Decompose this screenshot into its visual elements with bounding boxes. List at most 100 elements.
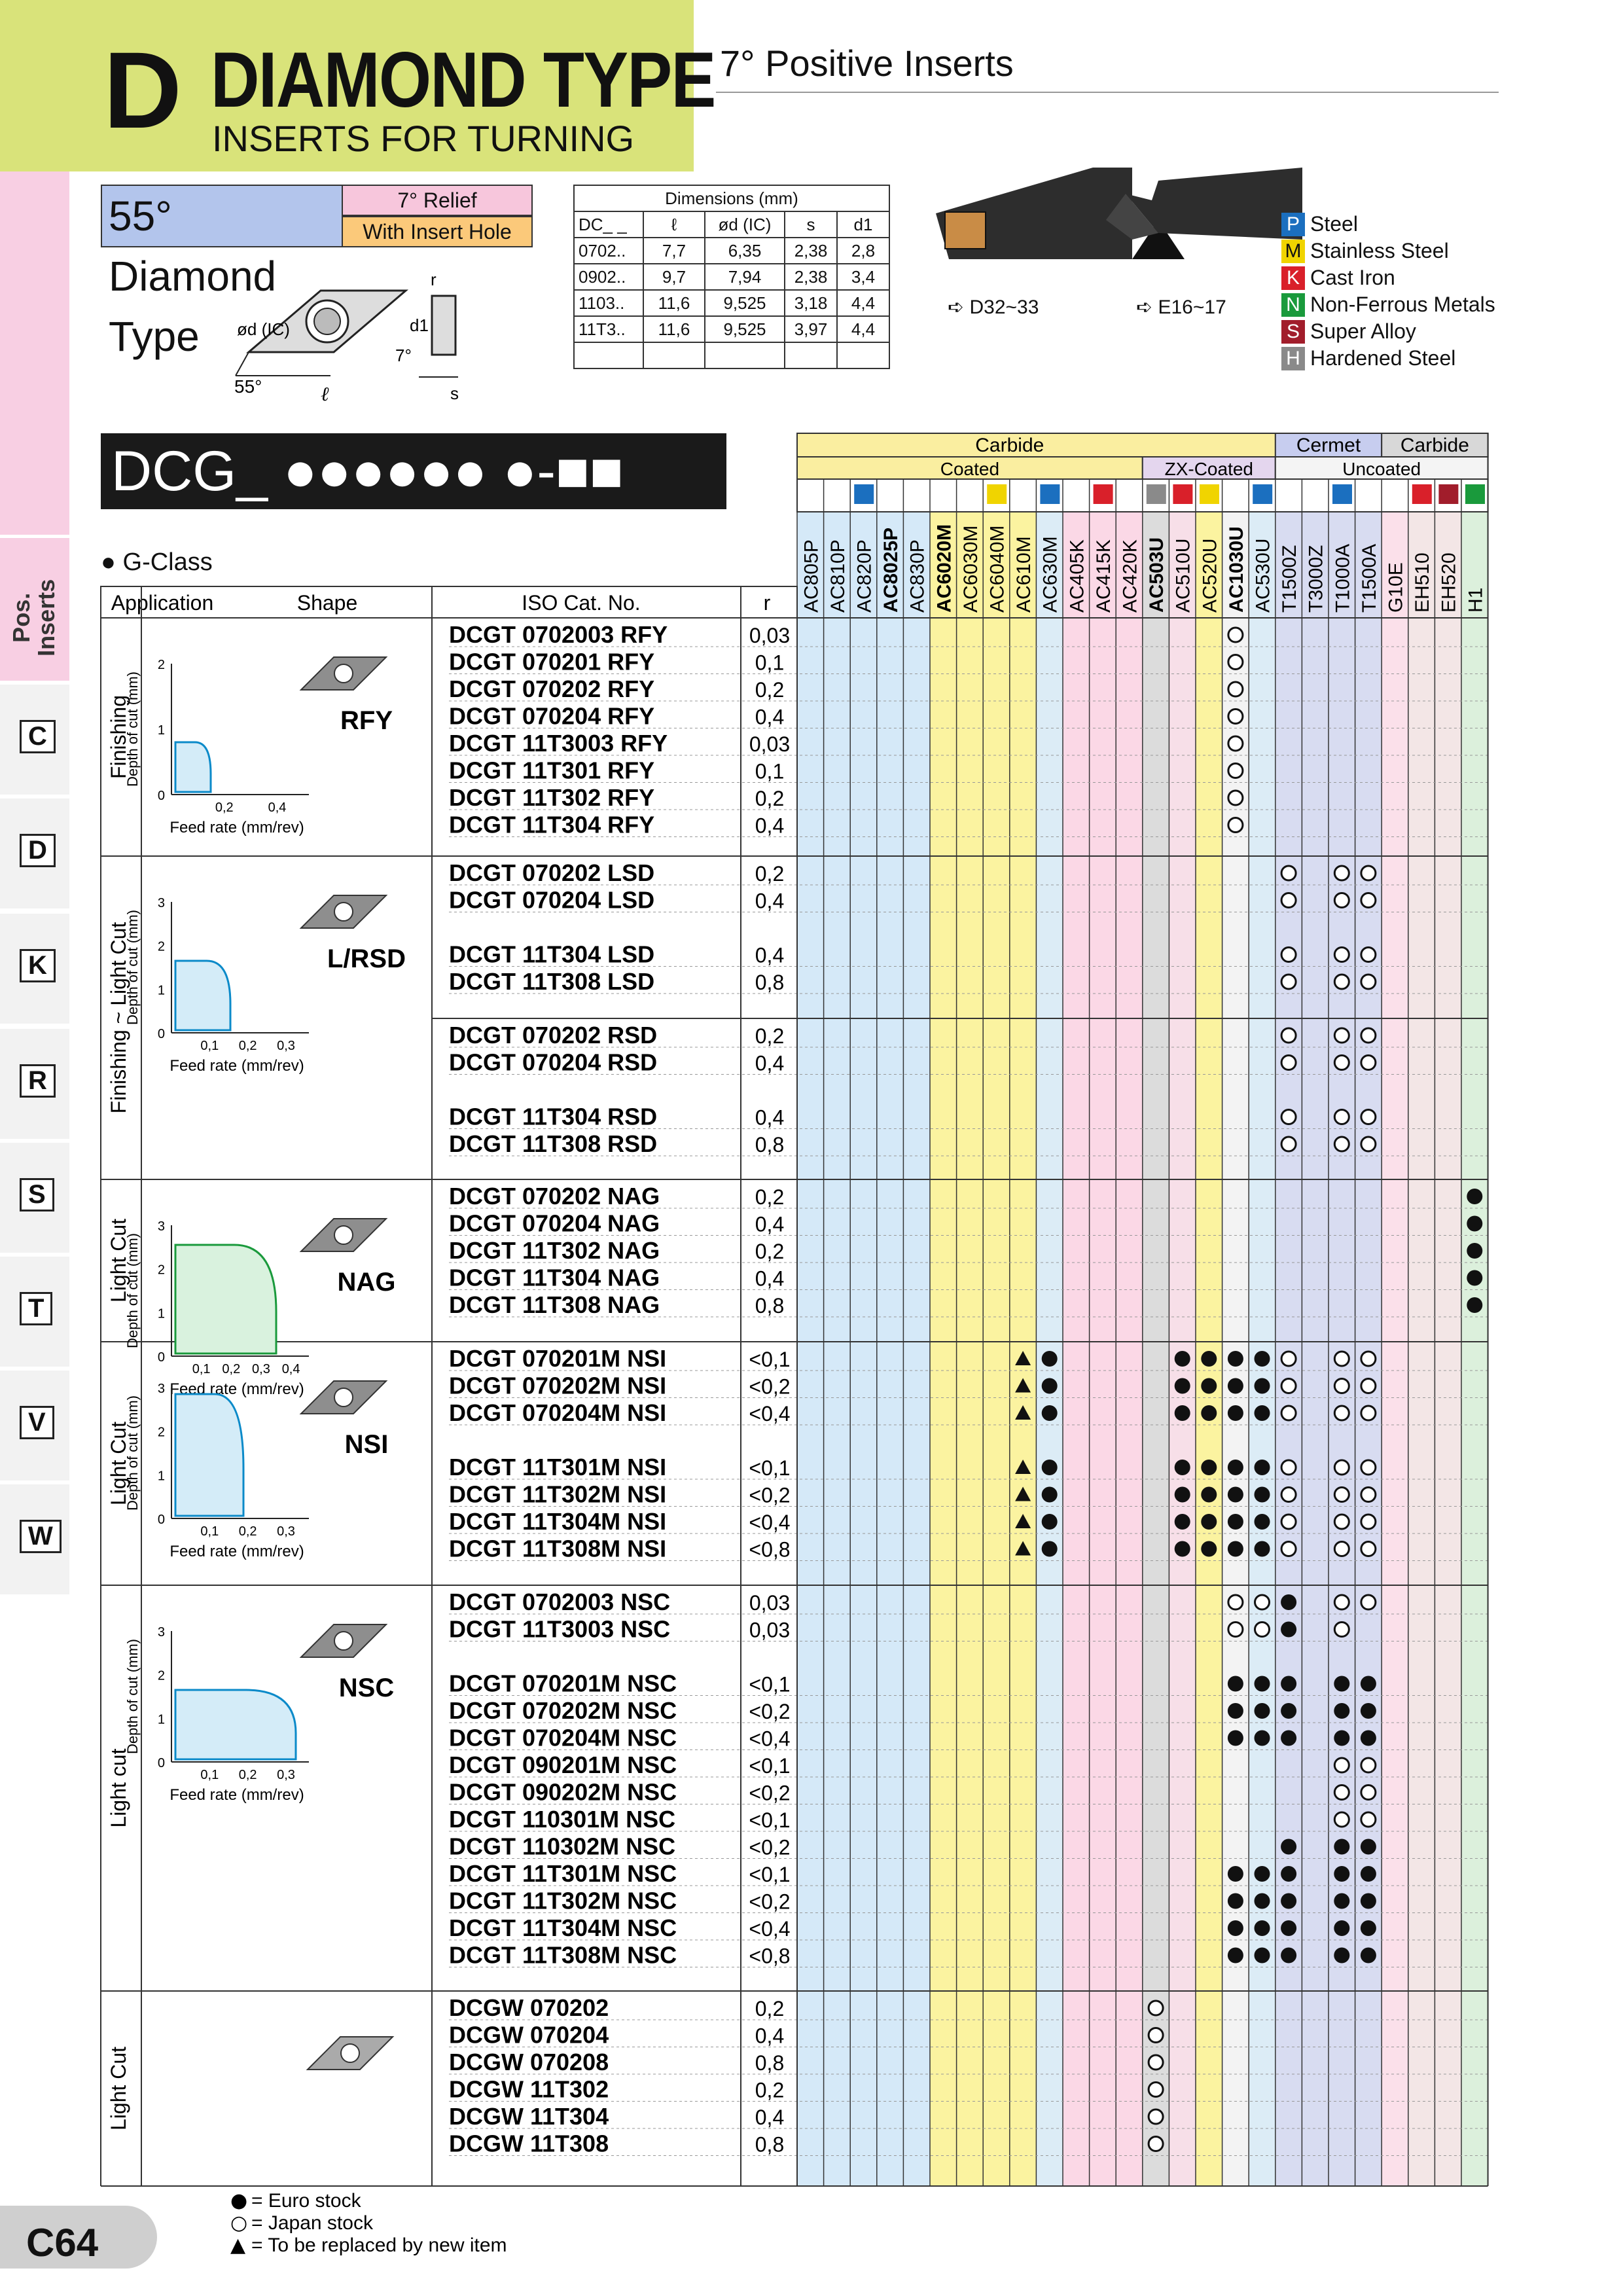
iso-cat-no: DCGT 11T301M NSC (449, 1860, 677, 1887)
material-code: H (1281, 346, 1305, 370)
japan-stock-mark (1360, 1027, 1377, 1044)
holder-images (936, 168, 1302, 259)
euro-stock-mark (1334, 1947, 1350, 1964)
chart-x-tick: 0,1 (200, 1039, 219, 1053)
euro-stock-mark (1281, 1703, 1297, 1719)
angle-55: 55° (234, 376, 262, 397)
tab-r[interactable]: R (0, 1029, 69, 1139)
iso-cat-no: DCGT 070201M NSC (449, 1670, 677, 1697)
euro-stock-mark (1227, 1703, 1243, 1719)
euro-stock-mark (1174, 1541, 1190, 1557)
application-label: Finishing ~ Light Cut (107, 922, 130, 1114)
chart-y-tick: 2 (158, 1669, 165, 1683)
japan-stock-mark (1333, 1109, 1350, 1125)
iso-header: ISO Cat. No. (522, 591, 640, 615)
r-value: 0,2 (755, 1024, 784, 1048)
r-value: <0,4 (749, 1917, 790, 1941)
japan-stock-mark (1333, 1378, 1350, 1394)
japan-stock-mark (1227, 626, 1244, 643)
iso-cat-no: DCGW 11T304 (449, 2103, 609, 2130)
material-code-icon (1332, 484, 1352, 504)
tab-c[interactable]: C (0, 685, 69, 795)
tab-w[interactable]: W (0, 1484, 69, 1594)
chipbreaker-label: NSI (345, 1430, 389, 1459)
chart-y-tick: 0 (158, 1513, 165, 1527)
dim-cell: 0702.. (573, 237, 644, 264)
euro-stock-mark (1360, 1676, 1376, 1692)
chart-x-tick: 0,1 (192, 1362, 211, 1376)
zx-label: ZX-Coated (1165, 459, 1253, 479)
iso-cat-no: DCGT 11T308 NAG (449, 1291, 660, 1318)
material-name: Super Alloy (1310, 319, 1416, 343)
grade-column (850, 512, 877, 2186)
euro-stock-mark (1201, 1486, 1217, 1503)
application-label: Light Cut (107, 2047, 130, 2130)
shape-header: Shape (297, 591, 358, 615)
page-number: C64 (0, 2206, 157, 2269)
dim-cell: 2,8 (836, 237, 890, 264)
japan-stock-mark (1360, 1405, 1377, 1422)
japan-stock-mark (1280, 946, 1297, 963)
grade-column (956, 512, 984, 2186)
japan-stock-mark (1147, 2108, 1164, 2125)
japan-stock-mark (1360, 1459, 1377, 1476)
grade-name: AC6040M (987, 526, 1008, 613)
grade-name: AC820P (854, 539, 876, 613)
chart-y-tick: 0 (158, 789, 165, 803)
euro-stock-mark (1254, 1676, 1270, 1692)
iso-cat-no: DCGT 11T304 RSD (449, 1103, 657, 1130)
euro-stock-mark (1334, 1703, 1350, 1719)
euro-stock-mark (1254, 1405, 1270, 1421)
japan-stock-mark (1333, 1541, 1350, 1557)
iso-cat-no: DCGT 11T301 RFY (449, 757, 654, 784)
chart-xlabel: Feed rate (mm/rev) (169, 819, 304, 836)
iso-cat-no: DCGT 070202 NAG (449, 1183, 660, 1210)
grade-column (983, 512, 1010, 2186)
grade-name: AC1030U (1226, 526, 1247, 613)
euro-stock-mark (1254, 1947, 1270, 1964)
japan-stock-mark (1360, 946, 1377, 963)
chart-ylabel: Depth of cut (mm) (124, 910, 141, 1025)
iso-cat-no: DCGT 11T302 RFY (449, 784, 654, 811)
euro-stock-mark (1281, 1621, 1297, 1638)
japan-stock-mark (1227, 817, 1244, 833)
insert-drawing: 55° ød (IC) ℓ 7° d1 r s (234, 271, 459, 405)
japan-stock-mark (1227, 1594, 1244, 1611)
dim-cell (573, 342, 644, 369)
insert-hole (334, 664, 353, 683)
euro-stock-mark (1201, 1460, 1217, 1475)
euro-stock-mark (1201, 1514, 1217, 1530)
r-value: <0,1 (749, 1863, 790, 1886)
tab-t[interactable]: T (0, 1257, 69, 1367)
header-band (0, 0, 694, 171)
iso-cat-no: DCGT 070201 RFY (449, 649, 654, 675)
tab-d[interactable]: D (0, 798, 69, 908)
grade-name: G10E (1385, 562, 1407, 613)
tab-pos-inserts[interactable] (0, 538, 69, 681)
r-value: 0,4 (755, 1052, 784, 1075)
r-value: 0,2 (755, 678, 784, 702)
r-value: <0,8 (749, 1945, 790, 1968)
chart-ylabel: Depth of cut (mm) (124, 672, 141, 787)
tab-k[interactable]: K (0, 914, 69, 1024)
iso-cat-no: DCGT 070202 RSD (449, 1022, 657, 1049)
euro-stock-mark (1227, 1947, 1243, 1964)
grade-column (1302, 512, 1329, 2186)
euro-stock-mark (1041, 1514, 1058, 1530)
tab-v[interactable]: V (0, 1371, 69, 1480)
iso-cat-no: DCGT 070204M NSI (449, 1399, 666, 1426)
japan-stock-mark (1280, 1459, 1297, 1476)
euro-stock-mark (1254, 1351, 1270, 1367)
japan-stock-mark (1280, 1350, 1297, 1367)
tab-label: D (20, 834, 56, 867)
grade-column (1063, 512, 1090, 2186)
tab-s[interactable]: S (0, 1143, 69, 1253)
r-value: 0,4 (755, 814, 784, 838)
material-name: Non-Ferrous Metals (1310, 293, 1495, 316)
euro-stock-mark (1334, 1676, 1350, 1692)
grade-column (1116, 512, 1143, 2186)
replace-mark (1015, 1486, 1031, 1501)
japan-stock-mark (1227, 735, 1244, 752)
group-header-carbide2 (1381, 433, 1489, 457)
